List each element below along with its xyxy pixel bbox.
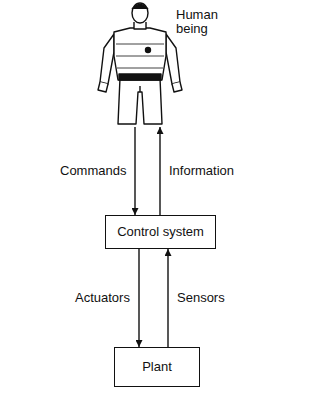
actuator-arrow <box>138 249 139 347</box>
sensor-arrow <box>167 249 168 347</box>
edge-label: Sensors <box>176 291 226 305</box>
figure-label: Human being <box>176 8 236 36</box>
command-arrow <box>134 127 135 215</box>
edge-label: Actuators <box>74 291 131 305</box>
process-box: Plant <box>114 347 200 387</box>
process-box: Control system <box>105 215 216 249</box>
box-label: Control system <box>117 225 204 239</box>
box-label: Plant <box>142 360 172 374</box>
information-arrow <box>159 127 160 215</box>
human-being: Human being <box>98 0 258 127</box>
edge-label: Information <box>168 164 235 178</box>
edge-label: Commands <box>59 164 127 178</box>
